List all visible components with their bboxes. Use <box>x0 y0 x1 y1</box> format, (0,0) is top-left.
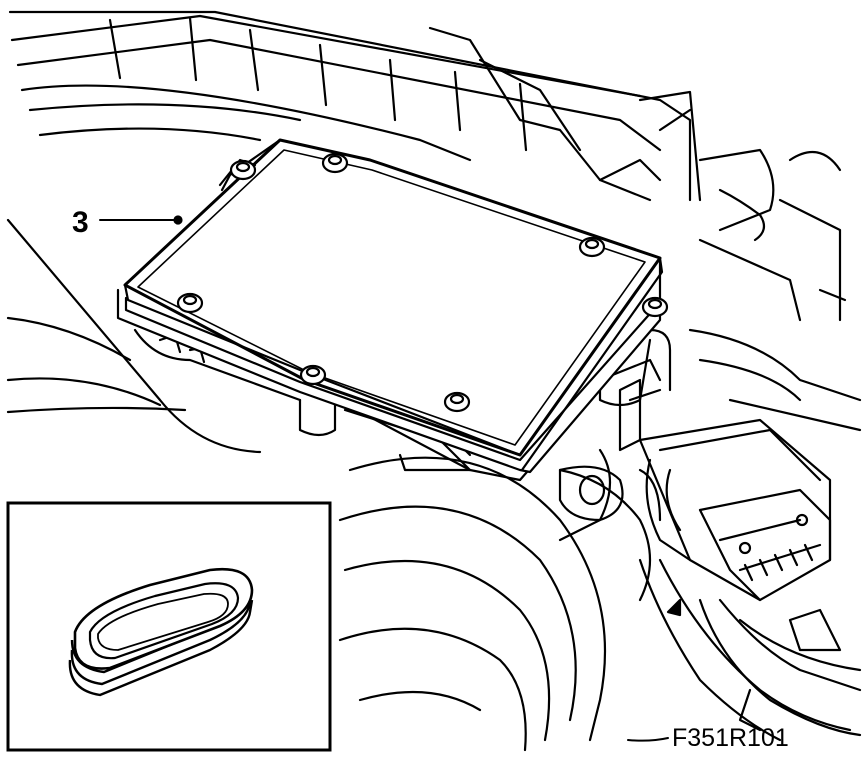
figure-code: F351R101 <box>672 724 789 752</box>
callout-3 <box>99 215 183 225</box>
screw <box>299 364 327 386</box>
screw <box>578 236 606 258</box>
electrical-connector <box>638 418 832 602</box>
callout-label: 3 <box>72 206 89 239</box>
gasket-inset-panel <box>6 501 332 752</box>
screw <box>229 159 257 181</box>
screw <box>443 391 471 413</box>
screw <box>321 152 349 174</box>
gasket-seal-icon <box>68 567 254 697</box>
control-unit-housing <box>116 138 669 474</box>
screw <box>641 296 669 318</box>
screw <box>176 292 204 314</box>
background-structure <box>6 10 862 752</box>
figure-code-leader <box>627 737 669 742</box>
